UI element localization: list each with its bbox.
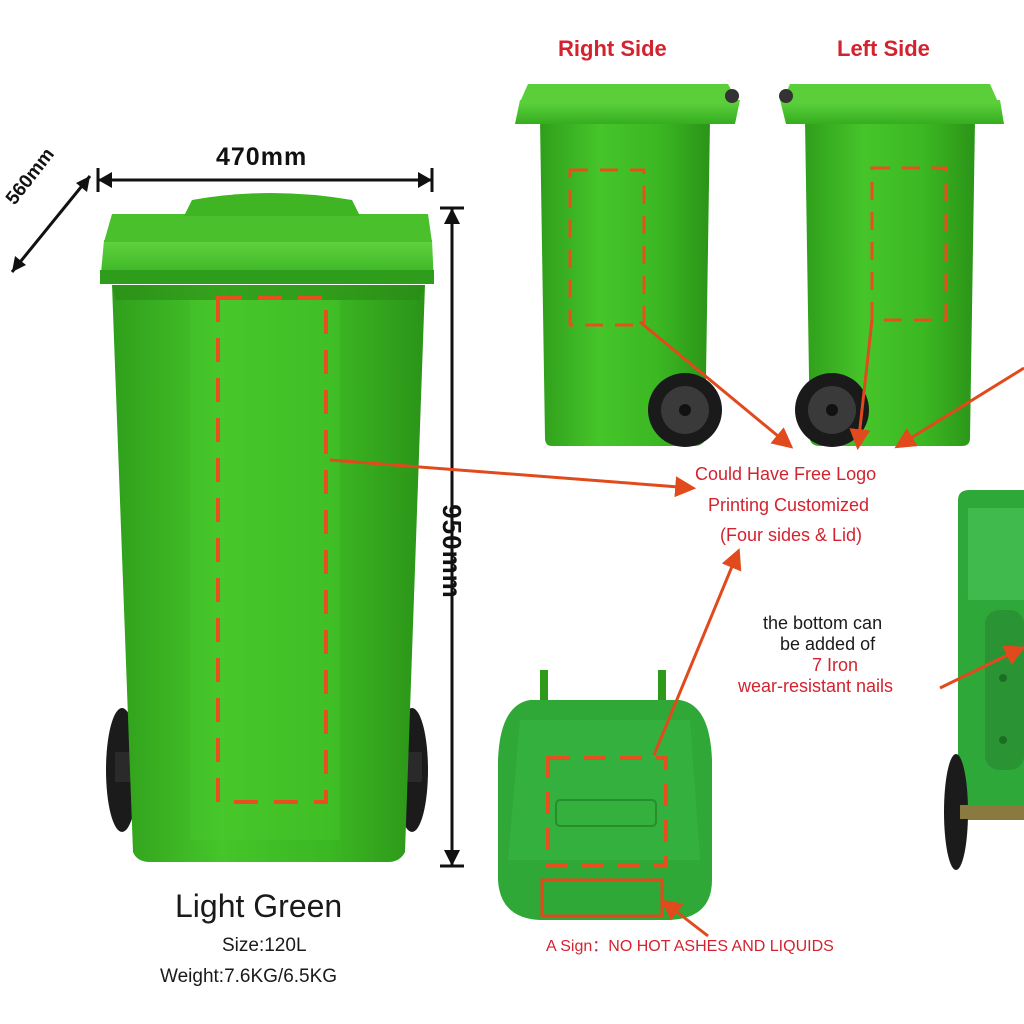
bottom-note-line2: be added of — [780, 634, 876, 654]
sign-note: A Sign：NO HOT ASHES AND LIQUIDS — [546, 938, 834, 955]
right-side-label: Right Side — [558, 36, 667, 61]
left-side-label: Left Side — [837, 36, 930, 61]
logo-note-line1: Could Have Free Logo — [695, 464, 877, 484]
bottom-note-line1: the bottom can — [763, 613, 883, 633]
height-dimension-label: 950mm — [436, 504, 467, 599]
bottom-note-line4: wear-resistant nails — [738, 676, 894, 696]
weight-label: Weight:7.6KG/6.5KG — [160, 966, 338, 987]
main-bin-front — [100, 193, 434, 862]
logo-note-line3: (Four sides & Lid) — [720, 525, 863, 545]
bin-left-side-view — [779, 84, 1004, 447]
dimension-lines — [10, 168, 464, 868]
size-label: Size:120L — [222, 935, 307, 956]
callout-arrows — [329, 319, 1024, 938]
bin-bottom-view-partial — [944, 490, 1024, 870]
logo-note-line2: Printing Customized — [708, 495, 870, 515]
bin-lid-top-view — [498, 670, 712, 920]
bin-right-side-view — [515, 84, 740, 447]
bottom-note-line3: 7 Iron — [812, 655, 859, 675]
right-view-wheel — [648, 373, 722, 447]
width-dimension-label: 470mm — [216, 143, 308, 171]
color-name-title: Light Green — [175, 888, 343, 924]
